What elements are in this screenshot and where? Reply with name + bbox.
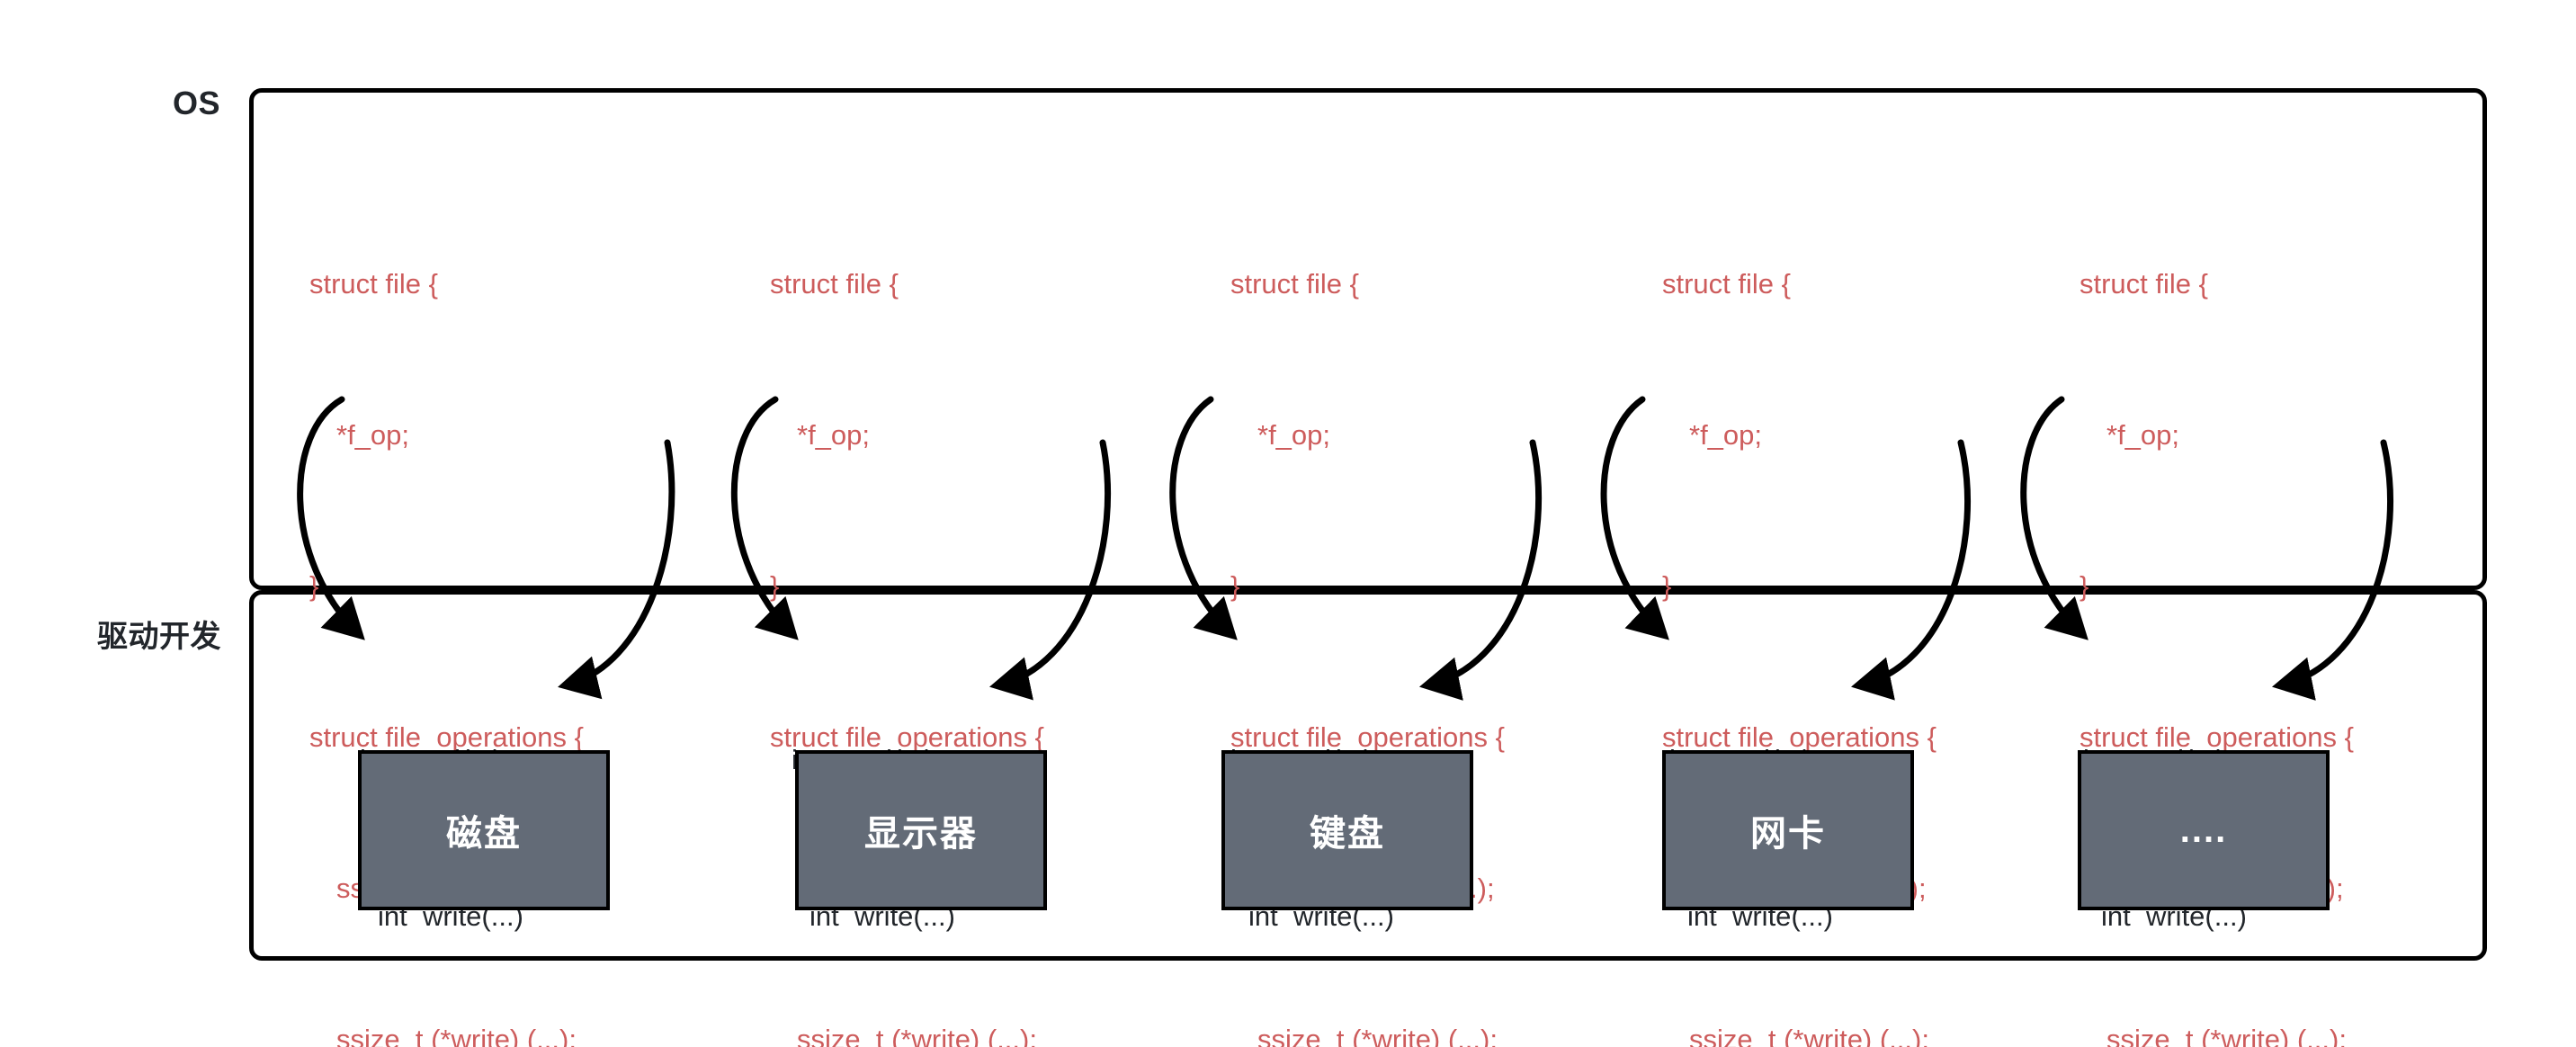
code-line-close-1: } — [1230, 570, 1240, 602]
device-box-disk[interactable]: 磁盘 — [358, 750, 610, 910]
device-label: .... — [2179, 810, 2228, 850]
code-line-f-op: *f_op; — [1689, 419, 1763, 451]
code-line-struct-file-operations: struct file_operations { — [309, 721, 585, 753]
code-line-close-1: } — [1662, 570, 1672, 602]
device-label: 磁盘 — [446, 814, 522, 854]
code-line-struct-file: struct file { — [1230, 268, 1359, 300]
code-line-close-1: } — [309, 570, 319, 602]
device-box-other[interactable]: .... — [2078, 750, 2330, 910]
code-line-struct-file: struct file { — [1662, 268, 1791, 300]
code-line-struct-file-operations: struct file_operations { — [1662, 721, 1937, 753]
code-line-f-op: *f_op; — [1257, 419, 1331, 451]
code-line-f-op: *f_op; — [797, 419, 871, 451]
code-line-struct-file-operations: struct file_operations { — [770, 721, 1045, 753]
code-line-write: ssize_t (*write) (...); — [1689, 1024, 1929, 1047]
code-line-close-1: } — [770, 570, 780, 602]
code-line-write: ssize_t (*write) (...); — [2106, 1024, 2347, 1047]
code-line-struct-file-operations: struct file_operations { — [2080, 721, 2355, 753]
code-line-f-op: *f_op; — [2106, 419, 2180, 451]
device-box-nic[interactable]: 网卡 — [1662, 750, 1914, 910]
code-line-struct-file: struct file { — [309, 268, 438, 300]
code-line-struct-file-operations: struct file_operations { — [1230, 721, 1506, 753]
device-label: 网卡 — [1750, 814, 1826, 854]
code-line-struct-file: struct file { — [770, 268, 899, 300]
code-line-f-op: *f_op; — [336, 419, 410, 451]
device-box-monitor[interactable]: 显示器 — [795, 750, 1047, 910]
device-label: 键盘 — [1310, 814, 1385, 854]
os-section-label: OS — [173, 85, 221, 121]
code-line-write: ssize_t (*write) (...); — [797, 1024, 1037, 1047]
device-label: 显示器 — [864, 814, 978, 854]
code-line-close-1: } — [2080, 570, 2089, 602]
code-line-write: ssize_t (*write) (...); — [336, 1024, 577, 1047]
code-line-write: ssize_t (*write) (...); — [1257, 1024, 1498, 1047]
device-box-keyboard[interactable]: 键盘 — [1221, 750, 1473, 910]
code-line-struct-file: struct file { — [2080, 268, 2208, 300]
driver-section-label: 驱动开发 — [97, 620, 221, 654]
